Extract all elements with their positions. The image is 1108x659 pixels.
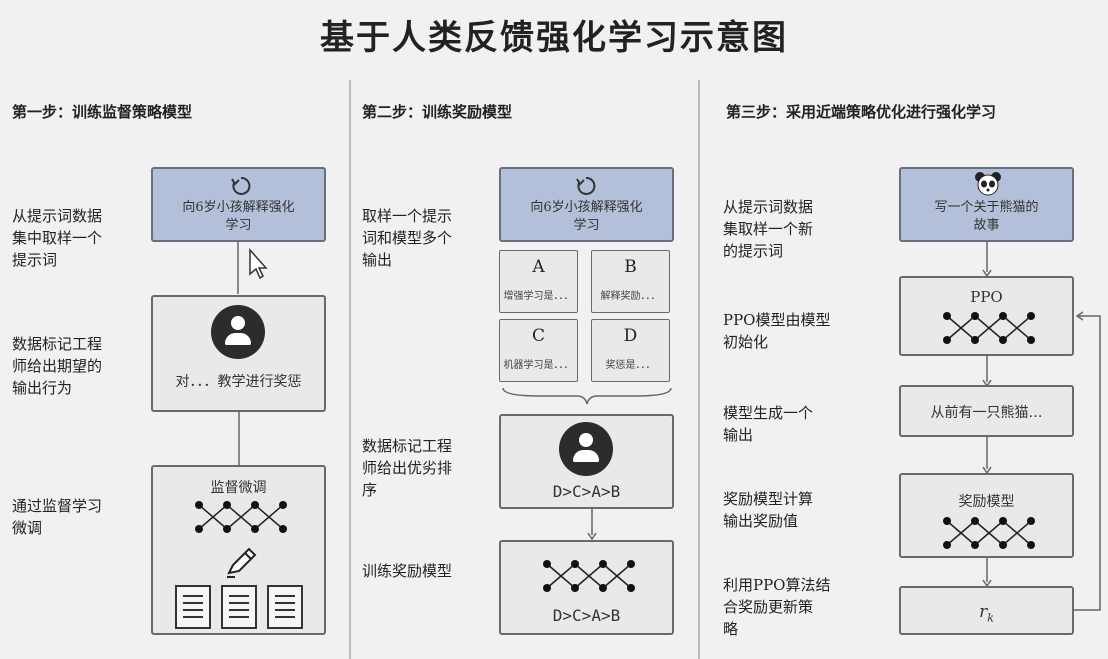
output-letter: B [624, 257, 637, 277]
step1-demonstration-box: 对．．．教学进行奖惩 [151, 295, 326, 412]
cursor-icon [237, 242, 268, 294]
output-letter: D [623, 326, 638, 346]
document-icon [267, 585, 303, 629]
column-divider-2 [698, 80, 700, 659]
person-icon [559, 422, 613, 476]
step2-prompt-text: 向6岁小孩解释强化 学习 [530, 200, 643, 233]
panda-icon [975, 172, 1001, 196]
outputs-brace [502, 387, 672, 405]
output-text: 机器学习是．．． [503, 360, 574, 371]
output-letter: A [532, 257, 545, 277]
step2-prompt-box: 向6岁小孩解释强化 学习 [499, 167, 674, 242]
ppo-label: PPO [970, 288, 1003, 306]
output-letter: C [531, 326, 545, 346]
arrow-down-icon [982, 558, 992, 588]
step3-prompt-box: 写一个关于熊猫的 故事 [899, 167, 1074, 242]
step1-label-demonstrate: 数据标记工程 师给出期望的 输出行为 [12, 335, 103, 397]
neural-network-icon [943, 517, 1035, 549]
output-text: 增强学习是．．． [503, 291, 574, 302]
step1-finetune-box: 监督微调 [151, 465, 326, 635]
step1-answer-text: 对．．．教学进行奖惩 [175, 374, 302, 390]
step3-reward-value-box: rk [899, 586, 1074, 635]
step2-label-rank: 数据标记工程 师给出优劣排 序 [362, 437, 453, 499]
step3-label-generate: 模型生成一个 输出 [723, 404, 814, 444]
document-icon [175, 585, 211, 629]
step1-heading: 第一步：训练监督策略模型 [12, 103, 193, 121]
step2-heading: 第二步：训练奖励模型 [362, 103, 513, 121]
output-card-a: A 增强学习是．．． [499, 250, 578, 313]
neural-network-icon [543, 560, 635, 592]
step2-reward-model-box: D>C>A>B [499, 540, 674, 635]
output-card-c: C 机器学习是．．． [499, 319, 578, 382]
reward-ranking-text: D>C>A>B [552, 606, 621, 625]
refresh-icon [231, 176, 251, 195]
step2-ranking-box: D>C>A>B [499, 414, 674, 509]
output-text: 解释奖励．．． [600, 291, 661, 302]
step1-finetune-label: 监督微调 [210, 480, 267, 496]
step1-prompt-box: 向6岁小孩解释强化 学习 [151, 167, 326, 242]
arrow-down-icon [982, 242, 992, 278]
step3-ppo-box: PPO [899, 276, 1074, 356]
step3-label-init: PPO模型由模型 初始化 [723, 311, 831, 351]
output-card-d: D 奖惩是．．． [591, 319, 670, 382]
step3-prompt-text: 写一个关于熊猫的 故事 [934, 200, 1039, 233]
neural-network-icon [195, 501, 287, 533]
output-text: 从前有一只熊猫… [930, 405, 1043, 421]
person-icon [211, 305, 265, 359]
output-card-b: B 解释奖励．．． [591, 250, 670, 313]
document-icon [221, 585, 257, 629]
ranking-text: D>C>A>B [552, 482, 621, 501]
step2-label-train: 训练奖励模型 [362, 562, 453, 580]
step3-label-sample: 从提示词数据 集取样一个新 的提示词 [723, 198, 814, 260]
reward-symbol: rk [979, 602, 994, 625]
neural-network-icon [943, 312, 1035, 344]
step3-heading: 第三步：采用近端策略优化进行强化学习 [726, 103, 997, 121]
arrow-line [238, 412, 240, 465]
arrow-down-icon [982, 437, 992, 475]
column-divider-1 [349, 80, 351, 659]
step1-label-sample: 从提示词数据 集中取样一个 提示词 [12, 207, 103, 269]
step1-prompt-text: 向6岁小孩解释强化 学习 [182, 200, 295, 233]
reward-model-label: 奖励模型 [958, 494, 1015, 510]
step3-label-reward: 奖励模型计算 输出奖励值 [723, 490, 814, 530]
page-title: 基于人类反馈强化学习示意图 [320, 18, 788, 58]
step1-label-finetune: 通过监督学习 微调 [12, 497, 103, 537]
step3-reward-model-box: 奖励模型 [899, 473, 1074, 558]
step3-label-update: 利用PPO算法结 合奖励更新策 略 [723, 576, 831, 638]
step2-label-sample: 取样一个提示 词和模型多个 输出 [362, 207, 453, 269]
step3-output-box: 从前有一只熊猫… [899, 385, 1074, 437]
arrow-down-icon [587, 509, 597, 541]
refresh-icon [576, 176, 596, 195]
arrow-down-icon [982, 356, 992, 388]
pencil-icon [227, 547, 257, 578]
output-text: 奖惩是．．． [605, 360, 656, 371]
feedback-loop-arrow [1074, 311, 1101, 611]
